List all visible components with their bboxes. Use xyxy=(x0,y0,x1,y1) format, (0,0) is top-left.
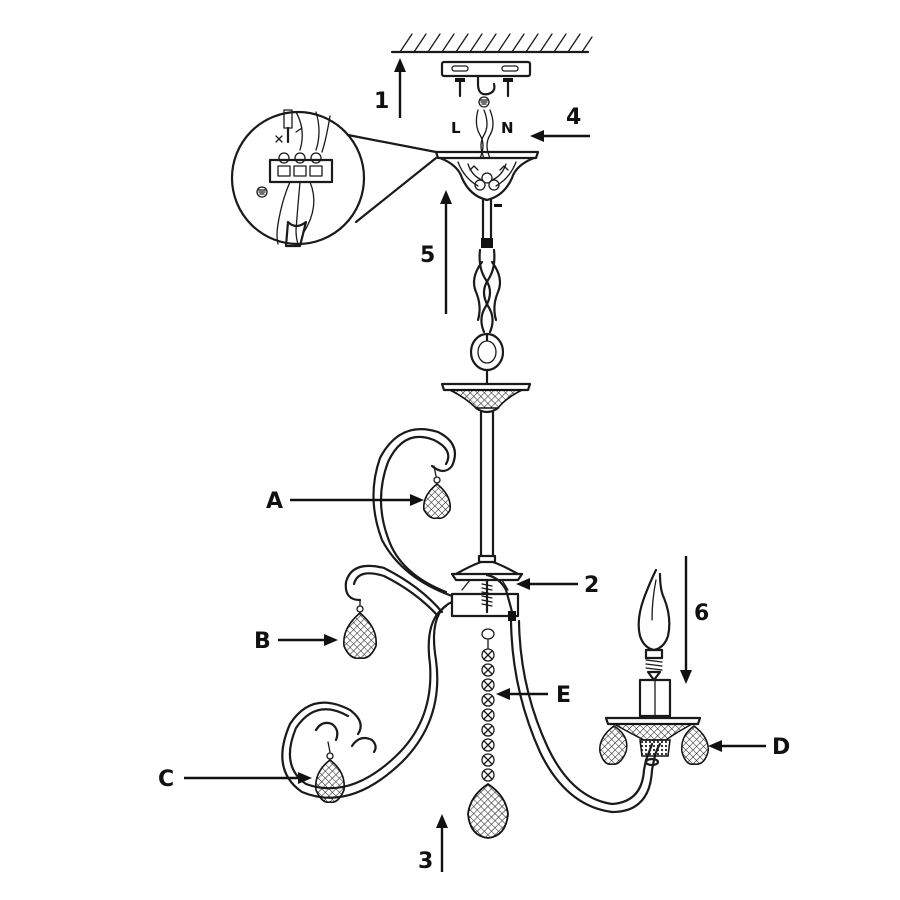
part-c-label: C xyxy=(158,767,174,792)
arm-hub xyxy=(450,560,524,621)
left-scroll-arm xyxy=(281,428,456,799)
wiring-detail-callout xyxy=(230,109,438,248)
crystal-drop-c xyxy=(314,752,346,804)
part-a-arrow xyxy=(290,494,424,506)
suspension-chain xyxy=(469,248,505,386)
candle-bobeche xyxy=(604,678,702,757)
part-c-arrow xyxy=(184,772,312,784)
step-5-label: 5 xyxy=(420,243,435,268)
part-a-label: A xyxy=(266,489,283,514)
part-d-label: D xyxy=(772,735,790,760)
part-e-arrow xyxy=(496,688,548,700)
crystal-drop-d-left xyxy=(599,725,628,765)
ceiling-canopy xyxy=(434,150,540,202)
live-wire-label: L xyxy=(451,119,461,137)
step-4-label: 4 xyxy=(566,105,581,130)
step-3-arrow xyxy=(436,814,448,872)
step-4-arrow xyxy=(530,130,590,142)
crystal-drop-d-right xyxy=(681,725,709,765)
candle-bulb xyxy=(637,568,671,682)
part-b-label: B xyxy=(254,629,271,654)
step-3-label: 3 xyxy=(418,849,433,874)
ceiling xyxy=(390,33,593,54)
part-d-arrow xyxy=(708,740,766,752)
step-6-arrow xyxy=(680,556,692,684)
step-1-arrow xyxy=(394,58,406,118)
part-e-label: E xyxy=(556,683,571,708)
step-6-label: 6 xyxy=(694,601,709,626)
step-5-arrow xyxy=(440,190,452,314)
crystal-drop-a xyxy=(422,476,452,520)
central-rod xyxy=(477,410,497,564)
step-2-arrow xyxy=(516,578,578,590)
bead-chain xyxy=(467,628,509,839)
upper-cup xyxy=(440,382,532,414)
mounting-screw-right xyxy=(503,78,513,98)
suspension-stem xyxy=(481,198,502,248)
supply-wires xyxy=(475,109,494,159)
earth-symbol-icon xyxy=(478,96,490,108)
mounting-screw-left xyxy=(455,78,465,98)
mounting-bracket xyxy=(440,60,532,96)
right-arm xyxy=(509,619,662,814)
neutral-wire-label: N xyxy=(501,119,514,137)
step-1-label: 1 xyxy=(374,89,389,114)
step-2-label: 2 xyxy=(584,573,599,598)
part-b-arrow xyxy=(278,634,338,646)
crystal-drop-b xyxy=(343,605,377,660)
